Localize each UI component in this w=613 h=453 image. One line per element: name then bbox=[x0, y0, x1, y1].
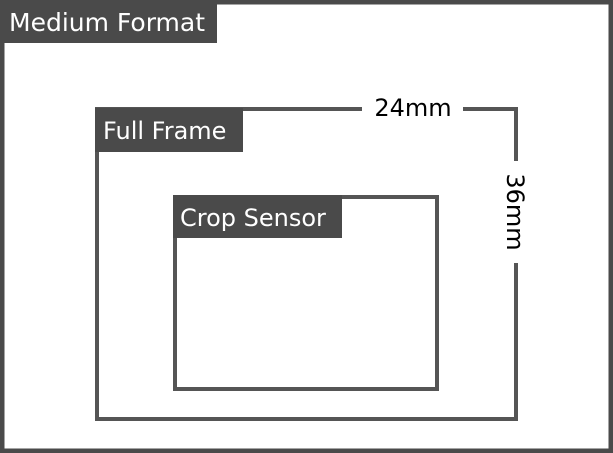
crop-sensor-label-box bbox=[173, 195, 342, 238]
medium-format-label: Medium Format bbox=[9, 8, 205, 37]
crop-sensor-label: Crop Sensor bbox=[180, 204, 326, 232]
full-frame-label: Full Frame bbox=[103, 117, 226, 145]
width-dimension-label: 24mm bbox=[374, 94, 451, 122]
full-frame-label-box bbox=[95, 108, 243, 152]
height-dimension-label: 36mm bbox=[501, 173, 529, 250]
medium-format-label-box bbox=[0, 0, 217, 43]
